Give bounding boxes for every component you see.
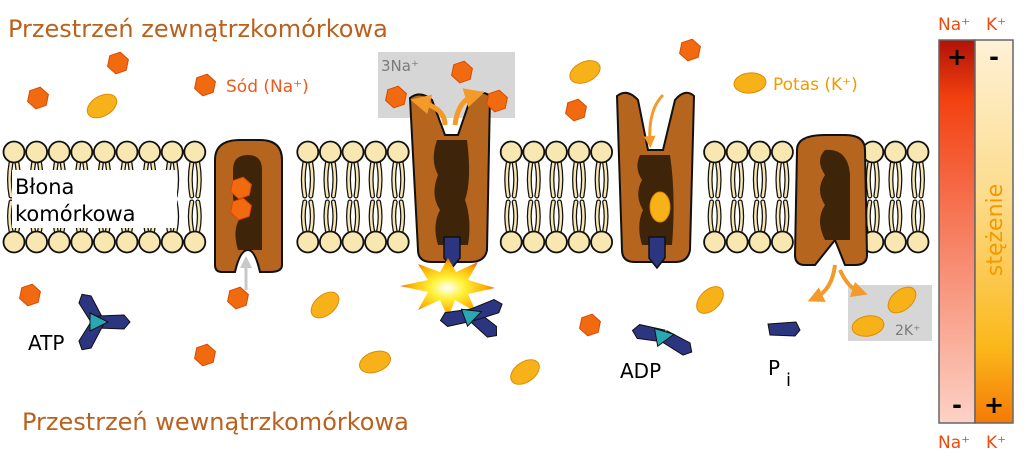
sodium-ion [385,85,407,109]
sodium-exit-arrow-right [452,88,485,126]
phospholipid [748,140,772,254]
sodium-ion [230,197,252,221]
sodium-gradient [938,39,976,424]
sodium-ion [107,51,129,75]
k-bottom-label: K⁺ [986,433,1006,453]
membrane-label-line1: Błona [15,175,74,199]
potassium-ion [851,315,885,337]
phospholipid [884,140,907,254]
phospholipid [703,140,726,254]
pump-protein-state-4 [793,134,869,266]
concentration-axis-label: stężenie [983,184,1008,276]
adp-label: ADP [620,359,661,383]
phospholipid [771,140,794,254]
membrane-label-bg [12,170,177,228]
phospholipid [318,140,342,254]
phospholipid [567,140,591,254]
na-bottom-label: Na⁺ [938,433,970,453]
phosphate-label: P [768,356,780,380]
sodium-ion [486,89,508,113]
potassium-ion [887,286,917,314]
potassium-ion [510,359,540,385]
phosphate-subscript: i [786,370,791,391]
phospholipid [386,140,410,254]
adp-molecule-icon [631,324,693,356]
atp-molecule-icon [78,293,131,351]
bound-potassium-ion [649,191,671,223]
sodium-ion [194,73,216,97]
potassium-ion [733,72,767,94]
sodium-legend-label: Sód (Na⁺) [226,77,309,97]
na-bottom-sign: - [952,391,962,419]
sodium-ion [194,343,216,367]
potassium-legend-label: Potas (K⁺) [773,75,858,95]
intracellular-title: Przestrzeń wewnątrzkomórkowa [22,408,409,436]
atp-binding-molecule-icon [439,298,503,338]
extracellular-title: Przestrzeń zewnątrzkomórkowa [8,15,388,43]
potassium-ion [359,350,391,374]
membrane-label-line2: komórkowa [15,202,136,226]
potassium-release-label: 2K⁺ [895,323,920,339]
potassium-release-arrow-left [807,264,837,302]
potassium-ion [696,286,724,314]
sodium-ion [27,86,49,110]
phospholipid [296,140,320,254]
potassium-release-arrow-right [838,269,868,298]
phospholipid [499,140,523,254]
phospholipid [364,140,388,254]
phospholipid [522,140,546,254]
pump-protein-state-3 [615,91,696,270]
pump-proteins [214,91,869,273]
pump-protein-state-2 [408,91,492,270]
na-top-sign: + [947,43,967,71]
phospholipid [906,140,930,254]
phospholipid [590,140,613,254]
sodium-release-label: 3Na⁺ [381,57,419,75]
atp-label: ATP [28,331,64,355]
potassium-ion [310,291,340,319]
sodium-exit-arrow-left [410,94,448,126]
sodium-ion [230,176,252,200]
na-top-label: Na⁺ [938,15,970,35]
k-top-sign: - [989,43,999,71]
phospholipid [341,140,365,254]
potassium-entry-arrow [643,93,665,148]
concentration-gradient-bar: Na⁺ K⁺ + - - + stężenie Na⁺ K⁺ [938,15,1014,453]
phospholipid [725,140,749,254]
k-top-label: K⁺ [986,15,1006,35]
sodium-ion [579,313,601,337]
sodium-ion [19,283,41,307]
potassium-ion [86,93,118,119]
ions [19,38,917,385]
phospholipid [183,140,207,254]
potassium-gradient [974,39,1014,424]
potassium-ion [569,60,601,84]
phosphate-icon [767,321,801,337]
energy-burst-icon [400,258,495,318]
sodium-ion [679,38,701,62]
phosphate-group [648,236,666,270]
k-bottom-sign: + [984,391,1004,419]
phospholipid [545,140,568,254]
sodium-ion [451,60,473,84]
sodium-ion [227,286,249,310]
sodium-ion [565,98,587,122]
